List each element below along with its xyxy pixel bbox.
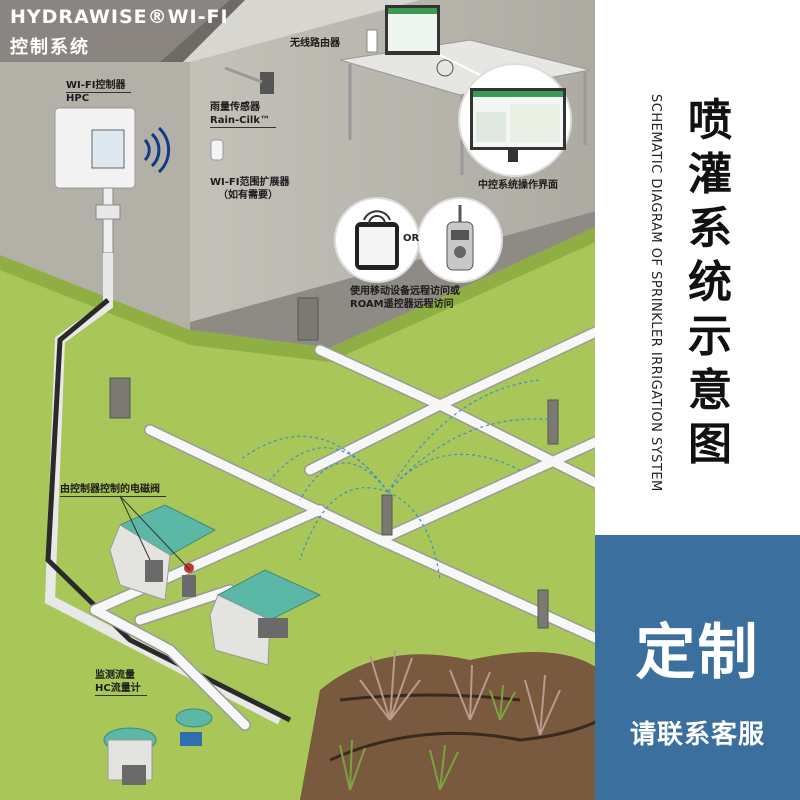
- brand-title: HYDRAWISE®WI-FI: [10, 6, 229, 28]
- custom-panel: [595, 535, 800, 800]
- ornamental-grass: [359, 649, 561, 736]
- wifi-extender: [210, 139, 224, 161]
- title-panel: [595, 0, 800, 535]
- valve-box-2: [209, 569, 322, 666]
- solenoid-valve: [182, 575, 196, 597]
- remote-display: [451, 230, 469, 240]
- roof-shingles: [0, 0, 230, 62]
- drip-line: [339, 693, 521, 702]
- custom-label: 定制: [635, 618, 760, 688]
- controller-label-line2: HPC: [66, 93, 90, 104]
- desk-monitor-header: [388, 8, 437, 14]
- title-chinese: 喷灌系统示意图: [688, 95, 732, 470]
- water-spray: [239, 379, 556, 581]
- phone-screen: [359, 227, 395, 265]
- callout-screen-header: [473, 91, 563, 97]
- callout-monitor-stand: [508, 150, 518, 162]
- callout-screen-map: [510, 104, 560, 142]
- valve-solenoid-cap: [184, 563, 194, 573]
- remote-label-line1: 使用移动设备远程访问或: [350, 286, 460, 297]
- garden-bed: [300, 649, 601, 800]
- solenoid-label: 由控制器控制的电磁阀: [60, 484, 166, 497]
- rain-sensor-label-line2: Rain-Cilk™: [210, 115, 276, 128]
- remote-button: [454, 246, 466, 258]
- extender-label-line1: WI-FI范围扩展器: [210, 177, 290, 188]
- controller-label-line1: WI-FI控制器: [66, 80, 132, 93]
- valve-box-1: [109, 504, 217, 601]
- flow-meter: [180, 732, 202, 746]
- flow-meter-boxes: [103, 708, 213, 785]
- router-label: 无线路由器: [290, 38, 340, 49]
- lawn-edge: [0, 225, 600, 362]
- flow-label-line1: 监测流量: [95, 670, 135, 681]
- desk-monitor-screen: [388, 8, 437, 51]
- or-label: OR: [403, 233, 420, 244]
- leader-lines: [119, 495, 191, 571]
- rain-sensor-label-line1: 雨量传感器: [210, 102, 260, 113]
- controller-conduit: [102, 187, 114, 254]
- central-ui-label: 中控系统操作界面: [478, 180, 558, 191]
- flow-label-line2: HC流量计: [95, 683, 147, 696]
- remote-label-line2: ROAM遥控器远程访问: [350, 299, 454, 310]
- house-front-wall: [0, 62, 190, 330]
- mouse: [436, 59, 454, 77]
- pipe-network: [90, 325, 605, 730]
- master-valve: [122, 765, 146, 785]
- conduit-box: [95, 204, 121, 220]
- green-grass: [339, 684, 516, 791]
- sprinkler-heads: [109, 297, 559, 629]
- solenoid-valve: [258, 618, 288, 638]
- brand-subtitle: 控制系统: [10, 37, 90, 58]
- rain-sensor: [260, 72, 274, 94]
- extender-label-line2: （如有需要）: [218, 190, 278, 201]
- solenoid-valve: [145, 560, 163, 582]
- phone-wifi-icon: [363, 210, 391, 225]
- router-device: [366, 29, 378, 53]
- rain-sensor-bracket: [224, 66, 263, 84]
- contact-service-label[interactable]: 请联系客服: [629, 720, 765, 750]
- controller-display: [91, 129, 125, 169]
- drip-line: [329, 718, 601, 762]
- title-english: SCHEMATIC DIAGRAM OF SPRINKLER IRRIGATIO…: [648, 94, 663, 492]
- controller-wifi-icon: [143, 126, 171, 174]
- callout-screen-list: [476, 112, 506, 142]
